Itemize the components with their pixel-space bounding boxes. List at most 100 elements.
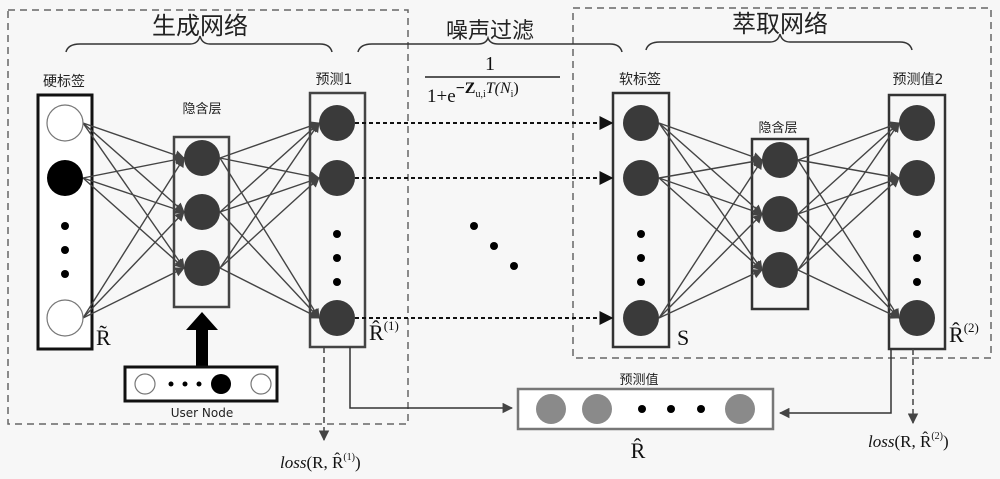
hidden-to-prediction2-edge-7 [798,123,899,270]
left-hidden-node-3 [184,250,220,286]
right-hidden-node-2 [762,196,798,232]
soft-label-ellipsis-dot-2 [637,254,645,262]
soft-label-node-4 [623,300,659,336]
formula-base: 1+e [427,86,456,107]
right-loss-close: ) [943,432,949,451]
soft-label-ellipsis-dot-1 [637,230,645,238]
right-loss-prefix: loss [868,432,895,451]
prediction2-ellipsis-dot-2 [913,254,921,262]
hard-label-symbol: R̃ [96,325,111,350]
hard-label-node-4 [47,300,83,336]
final-prediction-ellipsis-dot-2 [667,405,675,413]
hard-label-ellipsis-dot-2 [61,246,69,254]
generation-network-title: 生成网络 [152,12,248,40]
prediction2-ellipsis-dot-1 [913,230,921,238]
right-loss-label: loss(R, R̂(2)) [868,431,949,451]
prediction1-symbol-base: R̂ [369,320,384,345]
final-prediction-node-2 [582,394,612,424]
hard-to-hidden-edge-1 [83,123,184,158]
formula-exponent-sub: u,i [475,89,486,100]
middle-ellipsis-dot-3 [510,262,518,270]
left-loss-close: ) [355,453,361,472]
formula-numerator: 1 [485,53,495,75]
hidden-to-prediction1-edge-7 [220,123,319,268]
middle-ellipsis-dot-1 [470,222,478,230]
hidden-to-prediction2-edge-6 [798,214,899,318]
left-loss-sup: (1) [343,452,355,463]
left-loss-prefix: loss [280,453,307,472]
right-loss-sup: (2) [931,431,943,442]
final-prediction-ellipsis-dot-3 [697,405,705,413]
soft-label-ellipsis-dot-3 [637,278,645,286]
prediction2-symbol: R̂(2) [949,320,979,347]
prediction1-symbol: R̂(1) [369,318,399,345]
prediction2-symbol-base: R̂ [949,322,964,347]
prediction2-title: 预测值2 [893,72,944,88]
prediction1-title: 预测1 [316,72,353,88]
hard-label-ellipsis-dot-3 [61,270,69,278]
formula-exponent-close: ) [513,80,518,97]
prediction1-node-2 [319,160,355,196]
hidden-to-prediction1-edge-3 [220,158,319,318]
hidden-to-prediction2-edge-8 [798,178,899,270]
soft-to-hidden-edge-8 [659,214,762,318]
formula-denominator: 1+e−Zu,iT(Ni) [427,80,519,107]
right-loss-args: (R, R̂ [894,432,932,451]
prediction1-node-4 [319,300,355,336]
soft-label-node-2 [623,160,659,196]
final-prediction-title: 预测值 [619,372,658,388]
user-node-circle-4 [251,374,271,394]
left-loss-args: (R, R̂ [306,453,344,472]
prediction2-node-1 [899,105,935,141]
right-hidden-node-3 [762,252,798,288]
soft-to-hidden-edge-4 [659,160,762,178]
user-node-ellipsis-dot-1 [169,382,174,387]
right-hidden-node-1 [762,142,798,178]
hidden-to-prediction1-edge-8 [220,178,319,268]
sigmoid-formula: 1 1+e−Zu,iT(Ni) [425,53,560,107]
hidden-to-prediction1-edge-4 [220,123,319,212]
soft-label-title: 软标签 [619,71,661,88]
prediction1-symbol-sup: (1) [384,318,399,333]
prediction2-symbol-sup: (2) [964,320,979,335]
soft-to-hidden-edge-6 [659,178,762,270]
hard-label-node-2 [47,160,83,196]
soft-label-node-1 [623,105,659,141]
hard-label-title: 硬标签 [43,73,85,90]
user-node-circle-3 [211,374,231,394]
final-prediction-ellipsis-dot-1 [638,405,646,413]
final-prediction-symbol: R̂ [631,438,646,463]
left-hidden-node-2 [184,194,220,230]
prediction2-node-2 [899,160,935,196]
hard-to-hidden-edge-8 [83,212,184,318]
hard-to-hidden-edge-6 [83,178,184,268]
user-node-ellipsis-dot-2 [183,382,188,387]
formula-exponent: −Z [456,80,476,97]
final-prediction-node-4 [725,394,755,424]
user-node-circle-1 [135,374,155,394]
hard-label-node-1 [47,105,83,141]
prediction2-node-4 [899,300,935,336]
user-node-arrow [186,312,218,368]
prediction1-ellipsis-dot-3 [333,278,341,286]
left-to-final-connector [350,347,512,408]
hard-label-ellipsis-dot-1 [61,222,69,230]
hidden-to-prediction1-edge-6 [220,212,319,318]
prediction1-ellipsis-dot-1 [333,230,341,238]
user-node-ellipsis-dot-3 [197,382,202,387]
hard-to-hidden-edge-7 [83,158,184,318]
user-node-label: User Node [171,406,233,420]
soft-label-symbol: S [677,325,689,350]
formula-exponent-tail: T(N [486,80,512,97]
left-hidden-node-1 [184,140,220,176]
right-hidden-layer-title: 隐含层 [758,120,797,136]
hidden-to-prediction2-edge-4 [798,123,899,214]
extraction-network-title: 萃取网络 [732,10,828,38]
left-loss-label: loss(R, R̂(1)) [280,452,361,472]
prediction1-ellipsis-dot-2 [333,254,341,262]
prediction1-node-1 [319,105,355,141]
soft-to-hidden-edge-1 [659,123,762,160]
hidden-to-prediction1-edge-1 [220,123,319,158]
